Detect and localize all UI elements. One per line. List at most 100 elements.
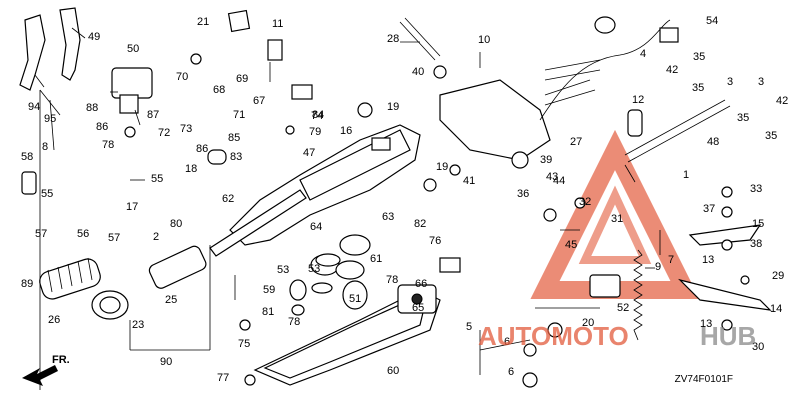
part-number-label: 42 bbox=[776, 95, 788, 107]
part-number-label: 84 bbox=[312, 109, 324, 121]
direction-label: FR. bbox=[52, 354, 70, 366]
part-number-label: 53 bbox=[308, 263, 320, 275]
stop-switch bbox=[397, 284, 437, 314]
part-number-label: 51 bbox=[349, 293, 361, 305]
small-fasteners bbox=[21, 9, 750, 388]
throttle-grip bbox=[39, 257, 101, 300]
handle-bracket-left bbox=[19, 7, 81, 91]
part-number-label: 35 bbox=[737, 112, 749, 124]
part-number-label: 55 bbox=[151, 173, 163, 185]
part-number-label: 83 bbox=[230, 151, 242, 163]
part-number-label: 40 bbox=[412, 66, 424, 78]
part-number-label: 54 bbox=[706, 15, 718, 27]
part-number-label: 73 bbox=[180, 123, 192, 135]
part-number-label: 58 bbox=[21, 151, 33, 163]
part-number-label: 78 bbox=[102, 139, 114, 151]
part-number-label: 85 bbox=[228, 132, 240, 144]
part-number-label: 52 bbox=[617, 302, 629, 314]
part-number-label: 33 bbox=[750, 183, 762, 195]
part-number-label: 78 bbox=[386, 274, 398, 286]
part-number-label: 15 bbox=[752, 218, 764, 230]
part-number-label: 29 bbox=[772, 270, 784, 282]
part-number-label: 65 bbox=[412, 302, 424, 314]
part-number-label: 81 bbox=[262, 306, 274, 318]
part-number-label: 23 bbox=[132, 319, 144, 331]
part-number-label: 78 bbox=[288, 316, 300, 328]
part-number-label: 16 bbox=[340, 125, 352, 137]
part-number-label: 87 bbox=[147, 109, 159, 121]
part-number-label: 68 bbox=[213, 84, 225, 96]
part-number-label: 86 bbox=[96, 121, 108, 133]
part-number-label: 13 bbox=[702, 254, 714, 266]
part-number-label: 19 bbox=[387, 101, 399, 113]
part-number-label: 12 bbox=[632, 94, 644, 106]
part-number-label: 10 bbox=[478, 34, 490, 46]
part-number-label: 36 bbox=[517, 188, 529, 200]
part-number-label: 82 bbox=[414, 218, 426, 230]
watermark-text: AUTOMOTO bbox=[478, 321, 629, 351]
part-number-label: 44 bbox=[553, 175, 565, 187]
part-number-label: 4 bbox=[640, 48, 646, 60]
part-number-label: 79 bbox=[309, 126, 321, 138]
key-fob bbox=[627, 109, 643, 137]
part-number-label: 8 bbox=[42, 141, 48, 153]
part-number-label: 37 bbox=[703, 203, 715, 215]
part-number-label: 2 bbox=[153, 231, 159, 243]
leader-lines bbox=[34, 27, 661, 390]
part-number-label: 66 bbox=[415, 278, 427, 290]
part-number-label: 69 bbox=[236, 73, 248, 85]
part-number-label: 71 bbox=[233, 109, 245, 121]
bushing bbox=[91, 290, 129, 320]
part-number-label: 67 bbox=[253, 95, 265, 107]
shift-lever-assembly bbox=[111, 67, 153, 114]
wire-harness bbox=[539, 16, 679, 121]
part-number-label: 3 bbox=[758, 76, 764, 88]
part-number-label: 21 bbox=[197, 16, 209, 28]
part-number-label: 76 bbox=[429, 235, 441, 247]
part-number-label: 63 bbox=[382, 211, 394, 223]
part-number-label: 6 bbox=[504, 336, 510, 348]
part-number-label: 31 bbox=[611, 213, 623, 225]
part-number-label: 95 bbox=[44, 113, 56, 125]
part-number-label: 17 bbox=[126, 201, 138, 213]
throttle-shaft bbox=[148, 245, 207, 289]
part-number-label: 32 bbox=[579, 196, 591, 208]
part-number-label: 89 bbox=[21, 278, 33, 290]
part-number-label: 90 bbox=[160, 356, 172, 368]
part-number-label: 60 bbox=[387, 365, 399, 377]
part-number-label: 7 bbox=[668, 254, 674, 266]
part-number-label: 70 bbox=[176, 71, 188, 83]
part-number-label: 49 bbox=[88, 31, 100, 43]
part-number-label: 1 bbox=[683, 169, 689, 181]
part-number-label: 72 bbox=[158, 127, 170, 139]
diagram-code: ZV74F0101F bbox=[675, 374, 733, 385]
part-number-label: 13 bbox=[700, 318, 712, 330]
part-number-label: 28 bbox=[387, 33, 399, 45]
part-number-label: 6 bbox=[508, 366, 514, 378]
part-number-label: 41 bbox=[463, 175, 475, 187]
part-number-label: 30 bbox=[752, 341, 764, 353]
return-spring bbox=[633, 249, 643, 341]
part-number-label: 80 bbox=[170, 218, 182, 230]
part-number-label: 64 bbox=[310, 221, 322, 233]
part-number-label: 75 bbox=[238, 338, 250, 350]
part-number-label: 19 bbox=[436, 161, 448, 173]
part-number-label: 20 bbox=[582, 317, 594, 329]
tiller-arm bbox=[439, 79, 551, 169]
part-number-label: 39 bbox=[540, 154, 552, 166]
part-number-label: 57 bbox=[108, 232, 120, 244]
part-number-label: 5 bbox=[466, 321, 472, 333]
part-number-label: 43 bbox=[546, 171, 558, 183]
part-number-label: 59 bbox=[263, 284, 275, 296]
part-number-label: 35 bbox=[765, 130, 777, 142]
part-number-label: 57 bbox=[35, 228, 47, 240]
tiller-shaft bbox=[209, 189, 307, 257]
part-number-label: 26 bbox=[48, 314, 60, 326]
part-number-label: 61 bbox=[370, 253, 382, 265]
part-number-label: 88 bbox=[86, 102, 98, 114]
part-number-label: 35 bbox=[693, 51, 705, 63]
part-number-label: 27 bbox=[570, 136, 582, 148]
